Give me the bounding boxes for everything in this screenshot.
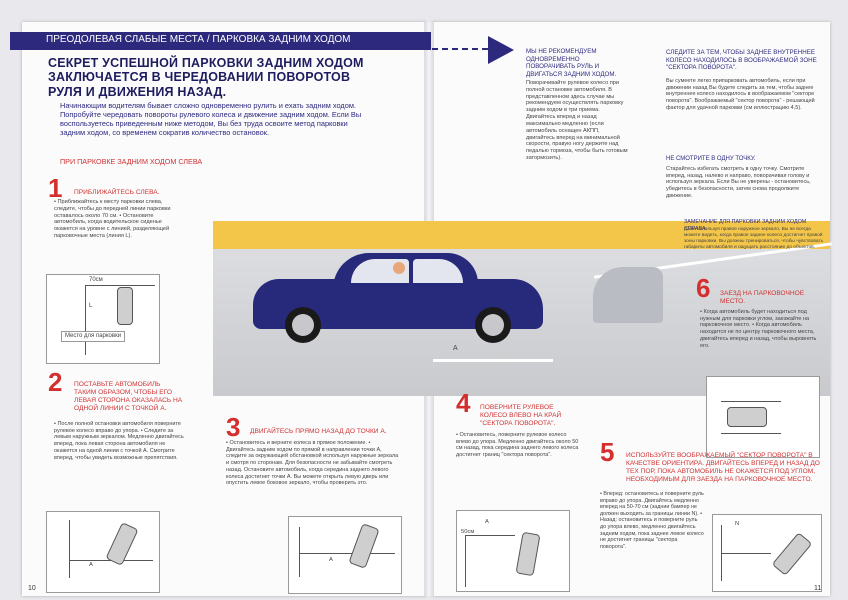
step2-diagram: A xyxy=(46,511,160,593)
step-number: 5 xyxy=(600,437,615,467)
car-icon xyxy=(727,407,767,427)
driver-icon xyxy=(393,262,405,274)
parking-line xyxy=(85,285,155,286)
parking-line xyxy=(69,520,70,578)
car-icon xyxy=(348,523,380,569)
step-number: 2 xyxy=(48,367,63,397)
header-arrow-line xyxy=(432,48,488,50)
photo-label-A: A xyxy=(453,345,458,352)
step5-diagram: N xyxy=(712,514,822,592)
silver-car xyxy=(593,267,663,323)
section-header-text: ПРЕОДОЛЕВАЯ СЛАБЫЕ МЕСТА / ПАРКОВКА ЗАДН… xyxy=(46,34,351,45)
section-header: ПРЕОДОЛЕВАЯ СЛАБЫЕ МЕСТА / ПАРКОВКА ЗАДН… xyxy=(10,32,431,50)
step-heading: ПРИБЛИЖАЙТЕСЬ СЛЕВА. xyxy=(74,189,160,196)
page-number-right: 11 xyxy=(814,585,822,592)
right-col2-heading: СЛЕДИТЕ ЗА ТЕМ, ЧТОБЫ ЗАДНЕЕ ВНУТРЕННЕЕ … xyxy=(666,49,817,72)
photo-note-text: Даже используя правое наружное зеркало, … xyxy=(684,227,824,250)
step1-diagram: 70см L Место для парковки xyxy=(46,274,160,364)
photo-note-heading: ЗАМЕЧАНИЕ ДЛЯ ПАРКОВКИ ЗАДНИМ ХОДОМ СПРА… xyxy=(684,219,807,232)
label-A: A xyxy=(485,519,489,525)
intro-text: Начинающим водителям бывает сложно однов… xyxy=(60,101,362,138)
label-50cm: 50см xyxy=(461,529,475,535)
arrow-right-icon xyxy=(488,36,514,64)
step-text: • После полной остановки автомобиля пове… xyxy=(54,421,184,461)
step-number: 4 xyxy=(456,388,471,418)
car-photo: A xyxy=(213,242,833,396)
right-col1-text: Поворачивайте рулевое колесо при полной … xyxy=(526,80,628,161)
yellow-band xyxy=(213,221,830,249)
parking-line xyxy=(299,527,300,577)
step-heading: ПОСТАВЬТЕ АВТОМОБИЛЬ ТАКИМ ОБРАЗОМ, ЧТОБ… xyxy=(74,381,183,413)
parking-line xyxy=(721,433,781,434)
page-title: СЕКРЕТ УСПЕШНОЙ ПАРКОВКИ ЗАДНИМ ХОДОМ ЗА… xyxy=(48,56,364,99)
step-heading: ЗАЕЗД НА ПАРКОВОЧНОЕ МЕСТО. xyxy=(720,290,805,306)
subtitle-left-parking: ПРИ ПАРКОВКЕ ЗАДНИМ ХОДОМ СЛЕВА xyxy=(60,157,203,166)
step-text: • Остановитесь, поверните рулевое колесо… xyxy=(456,432,579,459)
right-col1-heading: МЫ НЕ РЕКОМЕНДУЕМ ОДНОВРЕМЕННО ПОВОРАЧИВ… xyxy=(526,48,617,78)
label-L: L xyxy=(89,303,93,309)
car-icon xyxy=(117,287,133,325)
label-70cm: 70см xyxy=(89,277,103,283)
page-number-left: 10 xyxy=(28,585,36,592)
wheel-icon xyxy=(285,307,321,343)
step-text: • Когда автомобиль будет находиться под … xyxy=(700,309,817,349)
step-heading: ИСПОЛЬЗУЙТЕ ВООБРАЖАЕМЫЙ "СЕКТОР ПОВОРОТ… xyxy=(626,452,820,484)
label-N: N xyxy=(735,521,740,527)
right-col2-text2: Старайтесь избегать смотреть в одну точк… xyxy=(666,166,811,199)
step-heading: ПОВЕРНИТЕ РУЛЕВОЕ КОЛЕСО ВЛЕВО НА КРАЙ "… xyxy=(480,404,562,428)
step6-diagram xyxy=(706,376,820,458)
right-col2-text: Вы сумеете легко припарковать автомобиль… xyxy=(666,78,815,111)
road-marking xyxy=(433,359,553,362)
step3-diagram: A xyxy=(288,516,402,594)
step-number: 3 xyxy=(226,412,241,442)
step-text: • Приближайтесь к месту парковки слева, … xyxy=(54,199,171,240)
parking-line xyxy=(721,553,771,554)
label-A: A xyxy=(89,562,93,568)
label-A: A xyxy=(329,557,333,563)
step-number: 1 xyxy=(48,173,63,203)
step-number: 6 xyxy=(696,273,711,303)
step-heading: ДВИГАЙТЕСЬ ПРЯМО НАЗАД ДО ТОЧКИ А. xyxy=(250,428,387,435)
right-col2-heading2: НЕ СМОТРИТЕ В ОДНУ ТОЧКУ. xyxy=(666,156,756,162)
step4-diagram: 50см A xyxy=(456,510,570,592)
car-icon xyxy=(515,531,541,577)
parking-line xyxy=(465,535,515,536)
car-icon xyxy=(771,532,813,576)
step-text: • Остановитесь и верните колеса в прямое… xyxy=(226,440,399,487)
parking-line xyxy=(85,285,86,355)
wheel-icon xyxy=(475,307,511,343)
parking-line xyxy=(299,553,395,554)
label-parking-place: Место для парковки xyxy=(61,331,125,343)
step-text: • Вперед: остановитесь и поверните руль … xyxy=(600,491,704,550)
parking-line xyxy=(721,401,781,402)
parking-line xyxy=(465,535,466,587)
